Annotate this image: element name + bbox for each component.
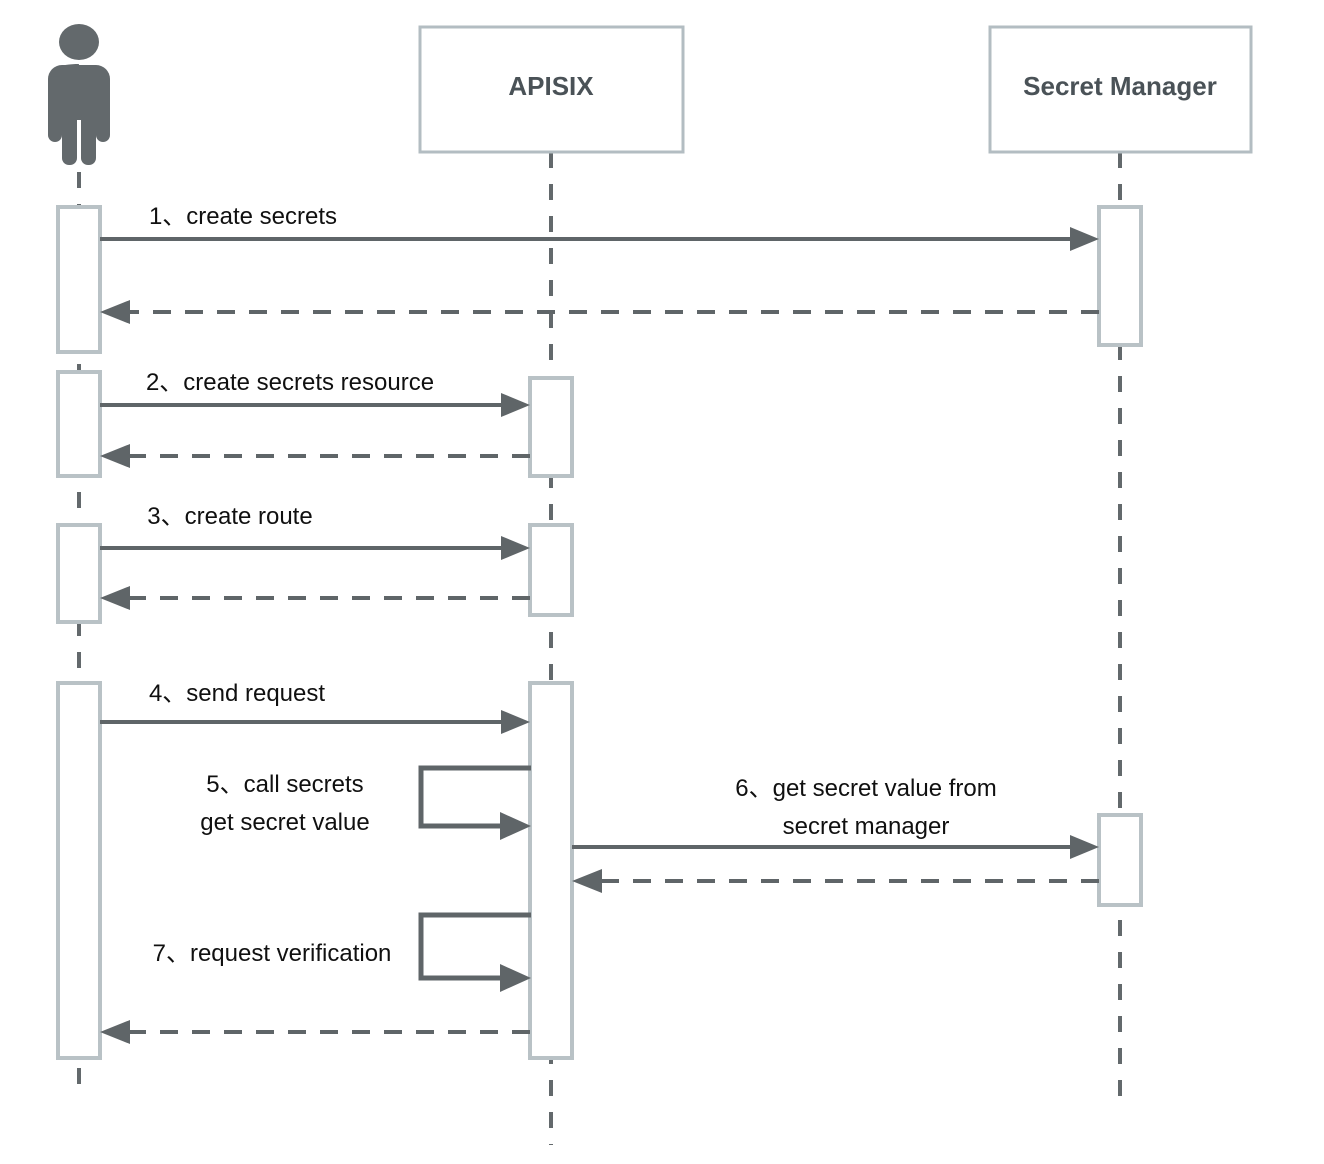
lifelines <box>77 152 1122 1145</box>
message-6-return-arrow <box>572 869 1099 893</box>
activation-actor-1 <box>56 205 102 354</box>
message-label-3: 3、create route <box>147 503 312 530</box>
participant-box-secret-manager[interactable] <box>988 25 1253 154</box>
message-2-return-arrow <box>100 444 530 468</box>
message-1-return-arrow <box>100 300 1099 324</box>
activation-actor-3 <box>56 523 102 624</box>
activation-apisix-1 <box>528 376 574 478</box>
actor-figure-icon <box>48 65 110 165</box>
activation-secret-manager-1 <box>1097 205 1143 347</box>
message-6-arrow <box>572 835 1099 859</box>
participant-secret-manager[interactable]: Secret Manager <box>988 25 1253 154</box>
message-3-arrow <box>100 536 530 560</box>
message-label-4: 4、send request <box>149 680 325 707</box>
message-5-self-arrow <box>418 765 531 840</box>
message-label-6-line2: secret manager <box>783 813 950 840</box>
activation-secret-manager-2 <box>1097 813 1143 907</box>
activation-apisix-3 <box>528 681 574 1060</box>
participant-label-secret-manager: Secret Manager <box>1023 71 1217 101</box>
participant-label-apisix: APISIX <box>508 71 594 101</box>
message-label-2: 2、create secrets resource <box>146 369 434 396</box>
activation-actor-2 <box>56 370 102 478</box>
activation-apisix-2 <box>528 523 574 617</box>
activation-actor-4 <box>56 681 102 1060</box>
message-labels: 1、create secrets 2、create secrets resour… <box>146 203 997 967</box>
message-2-arrow <box>100 393 530 417</box>
participant-apisix[interactable]: APISIX <box>418 25 685 154</box>
message-4-arrow <box>100 710 530 734</box>
message-label-1: 1、create secrets <box>149 203 337 230</box>
message-1-arrow <box>100 227 1099 251</box>
message-7-self-arrow <box>418 912 531 992</box>
actor-head-icon <box>59 24 99 60</box>
participant-box-apisix[interactable] <box>418 25 685 154</box>
participant-actor[interactable] <box>48 24 110 165</box>
message-label-5-line2: get secret value <box>200 809 369 836</box>
activation-bars <box>56 205 1143 1060</box>
message-label-7: 7、request verification <box>153 940 392 967</box>
message-label-5-line1: 5、call secrets <box>206 771 363 798</box>
message-label-6-line1: 6、get secret value from <box>735 775 996 802</box>
message-3-return-arrow <box>100 586 530 610</box>
message-7-return-arrow <box>100 1020 530 1044</box>
message-arrows <box>100 227 1099 1044</box>
